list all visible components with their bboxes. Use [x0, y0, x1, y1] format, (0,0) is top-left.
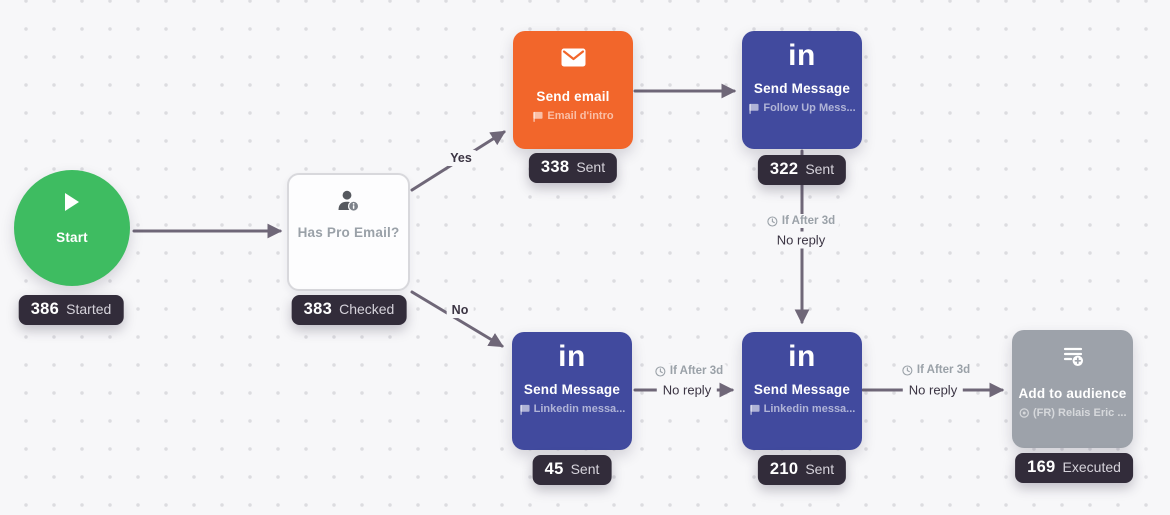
status-badge-message-followup: 322 Sent	[757, 155, 847, 185]
flag-icon	[520, 404, 530, 415]
clock-icon	[902, 364, 913, 376]
start-node[interactable]: Start	[14, 170, 130, 286]
envelope-icon	[561, 45, 586, 69]
status-badge-condition: 383 Checked	[291, 295, 407, 325]
node-title: Add to audience	[1018, 386, 1127, 401]
badge-count: 210	[769, 460, 799, 478]
status-badge-send-email: 338 Sent	[528, 153, 618, 183]
add-to-audience-icon	[1061, 344, 1085, 368]
action-node-send-message-followup[interactable]: in Send Message Follow Up Mess...	[742, 31, 862, 149]
badge-count: 45	[544, 460, 564, 478]
edge-label-no: No	[446, 302, 474, 318]
audience-icon	[1019, 408, 1029, 418]
node-subtitle: Linkedin messa...	[533, 403, 626, 415]
status-badge-start: 386 Started	[18, 295, 124, 325]
edge-label-yes: Yes	[445, 150, 477, 166]
node-subtitle-row: (FR) Relais Eric ...	[1019, 407, 1127, 419]
status-badge-audience: 169 Executed	[1015, 453, 1133, 483]
node-subtitle: (FR) Relais Eric ...	[1032, 407, 1127, 419]
badge-count: 169	[1027, 458, 1056, 476]
node-title: Send Message	[753, 81, 851, 96]
badge-status: Checked	[339, 301, 395, 317]
badge-count: 386	[30, 300, 60, 318]
node-title: Send Message	[753, 382, 851, 397]
node-title: Send email	[536, 89, 610, 104]
node-subtitle-row: Linkedin messa...	[519, 403, 626, 415]
badge-status: Executed	[1062, 459, 1121, 475]
badge-count: 383	[303, 300, 333, 318]
edge-label-no-reply-vertical: No reply	[770, 231, 832, 249]
node-title: Start	[56, 230, 88, 245]
action-node-add-to-audience[interactable]: Add to audience (FR) Relais Eric ...	[1012, 330, 1133, 448]
node-subtitle: Email d'intro	[547, 110, 614, 122]
play-icon	[64, 190, 80, 214]
node-title: Has Pro Email?	[297, 225, 400, 240]
node-subtitle: Follow Up Mess...	[763, 102, 856, 114]
badge-status: Sent	[570, 461, 600, 477]
badge-status: Sent	[805, 161, 835, 177]
edge-label-no-reply-horizontal-1: No reply	[656, 381, 718, 399]
badge-count: 322	[769, 160, 799, 178]
flag-icon	[749, 103, 759, 114]
badge-status: Started	[66, 301, 112, 317]
flag-icon	[750, 404, 760, 415]
linkedin-icon: in	[788, 39, 816, 72]
node-title: Send Message	[523, 382, 621, 397]
action-node-send-message-linkedin-1[interactable]: in Send Message Linkedin messa...	[512, 332, 632, 450]
edge-label-wait-horizontal-1: If After 3d	[650, 364, 728, 378]
node-subtitle: Linkedin messa...	[763, 403, 856, 415]
badge-status: Sent	[576, 159, 606, 175]
edge-label-no-reply-horizontal-2: No reply	[902, 381, 964, 399]
badge-status: Sent	[805, 461, 835, 477]
linkedin-icon: in	[788, 340, 816, 373]
status-badge-message-linkedin-1: 45 Sent	[532, 455, 612, 485]
linkedin-icon: in	[558, 340, 586, 373]
node-subtitle-row: Follow Up Mess...	[748, 102, 856, 114]
edge-condition-no	[410, 290, 504, 348]
clock-icon	[767, 215, 778, 227]
flag-icon	[533, 111, 543, 122]
clock-icon	[655, 365, 666, 377]
badge-count: 338	[540, 158, 570, 176]
action-node-send-message-linkedin-2[interactable]: in Send Message Linkedin messa...	[742, 332, 862, 450]
status-badge-message-linkedin-2: 210 Sent	[757, 455, 847, 485]
condition-node-has-pro-email[interactable]: Has Pro Email?	[287, 173, 410, 291]
edge-label-wait-horizontal-2: If After 3d	[897, 363, 975, 377]
person-info-icon	[335, 189, 362, 213]
node-subtitle-row: Email d'intro	[532, 110, 614, 122]
node-subtitle-row: Linkedin messa...	[749, 403, 856, 415]
edge-label-wait-vertical: If After 3d	[762, 214, 840, 228]
action-node-send-email[interactable]: Send email Email d'intro	[513, 31, 633, 149]
